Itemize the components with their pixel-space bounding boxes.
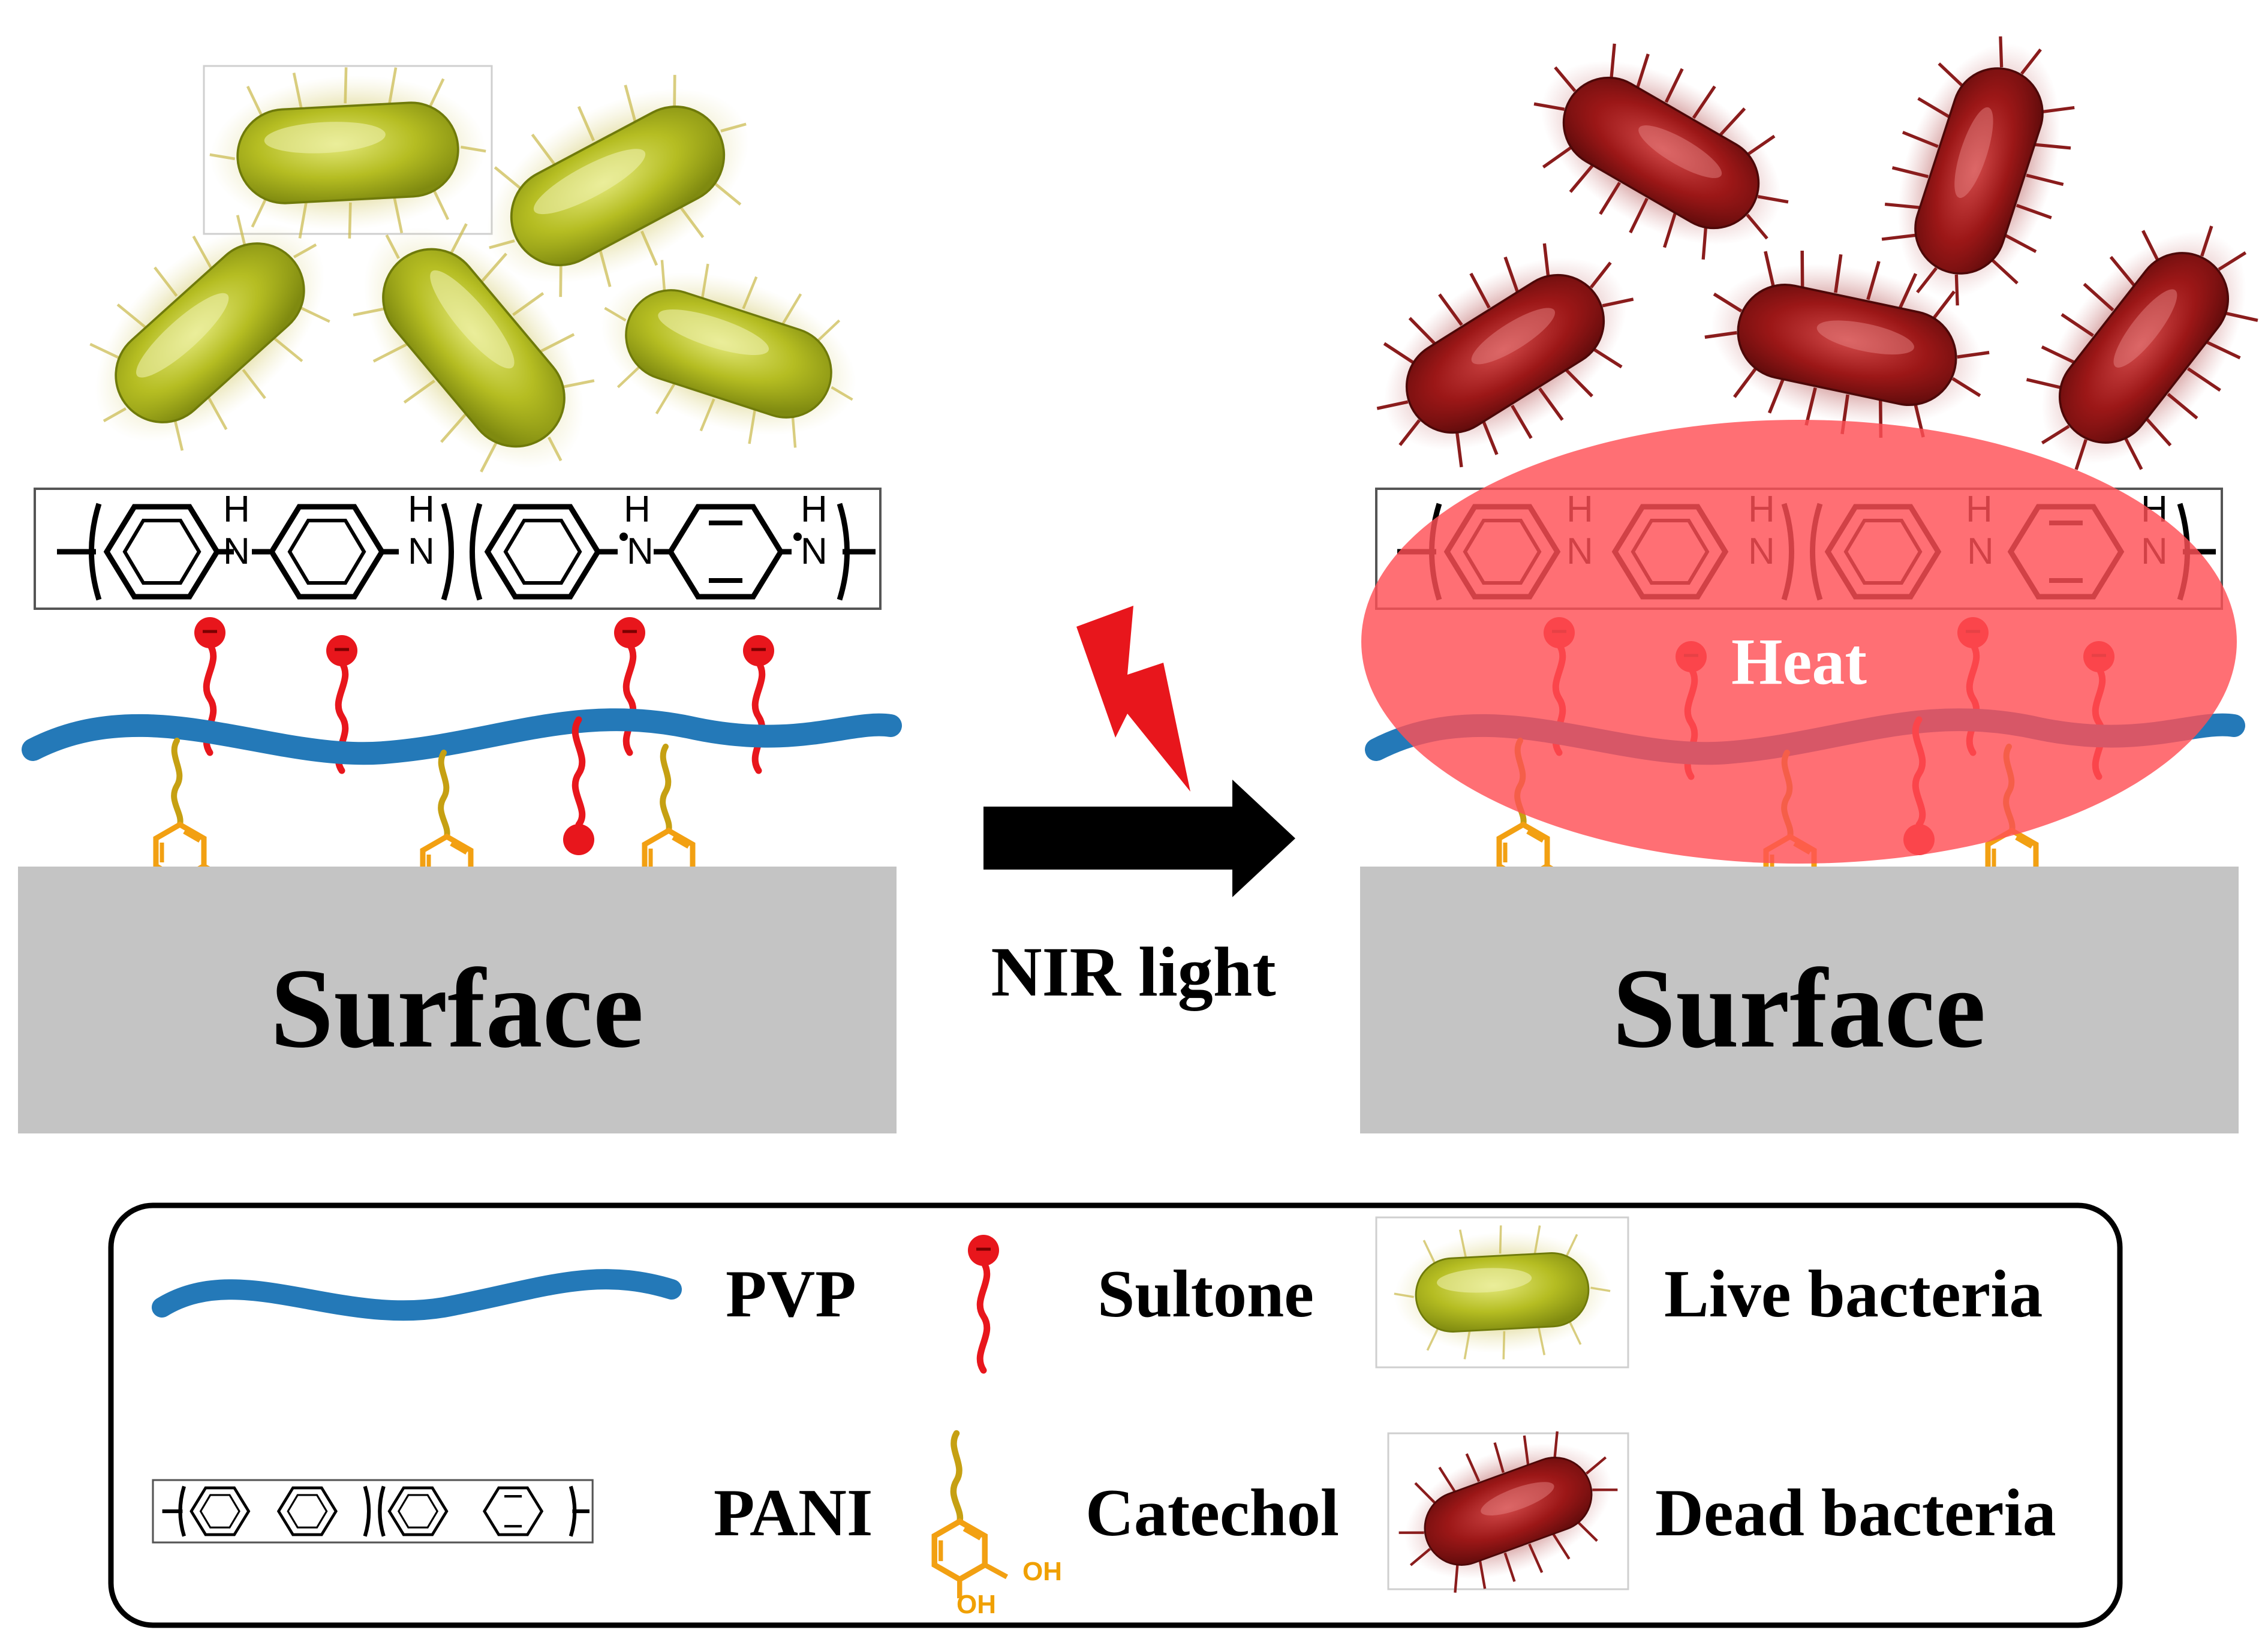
sultone bbox=[563, 720, 594, 855]
center-transition: NIR light bbox=[983, 606, 1295, 1011]
nir-light-label: NIR light bbox=[991, 933, 1276, 1011]
legend: PVP Sultone Live bacteria PANI OH OH Cat… bbox=[108, 1202, 2123, 1628]
amine-h-label: H bbox=[408, 489, 435, 530]
left-panel: H N H N H N H N bbox=[18, 41, 902, 1133]
sultone bbox=[743, 635, 774, 771]
live-bacteria-legend-icon bbox=[1389, 1219, 1615, 1366]
lightning-icon bbox=[1076, 606, 1190, 792]
pani-chain: H N H N H N H N bbox=[34, 488, 882, 610]
catechol-oh-label: OH bbox=[956, 1590, 996, 1619]
pvp-legend-icon bbox=[152, 1269, 682, 1321]
legend-live-bacteria-label: Live bacteria bbox=[1664, 1257, 2043, 1331]
heat-label: Heat bbox=[1731, 625, 1867, 698]
catechol-oh-label: OH bbox=[1022, 1557, 1062, 1586]
right-panel: H N H N H N H N bbox=[1343, 13, 2268, 1133]
amine-h-label: H bbox=[624, 489, 651, 530]
amine-h-label: H bbox=[801, 489, 828, 530]
amine-h-label: H bbox=[223, 489, 250, 530]
legend-pvp-label: PVP bbox=[726, 1257, 856, 1331]
right-surface bbox=[1360, 867, 2239, 1133]
sultone bbox=[614, 617, 645, 753]
iminium-n-label: N bbox=[801, 531, 828, 572]
pvp-chain bbox=[22, 708, 902, 765]
legend-catechol-label: Catechol bbox=[1085, 1476, 1339, 1550]
legend-dead-bacteria-label: Dead bacteria bbox=[1655, 1476, 2056, 1550]
amine-n-label: N bbox=[223, 531, 250, 572]
amine-n-label: N bbox=[408, 531, 435, 572]
legend-pani-label: PANI bbox=[714, 1476, 873, 1550]
pani-legend-icon bbox=[152, 1479, 594, 1544]
live-bacteria-group bbox=[50, 41, 880, 513]
legend-sultone-label: Sultone bbox=[1097, 1257, 1314, 1331]
left-surface-label: Surface bbox=[270, 946, 644, 1072]
heat-zone bbox=[1361, 420, 2237, 864]
live-bacterium bbox=[578, 235, 880, 472]
left-surface bbox=[18, 867, 897, 1133]
right-surface-label: Surface bbox=[1613, 946, 1986, 1072]
right-arrow-icon bbox=[983, 780, 1295, 897]
iminium-n-label: N bbox=[627, 531, 654, 572]
